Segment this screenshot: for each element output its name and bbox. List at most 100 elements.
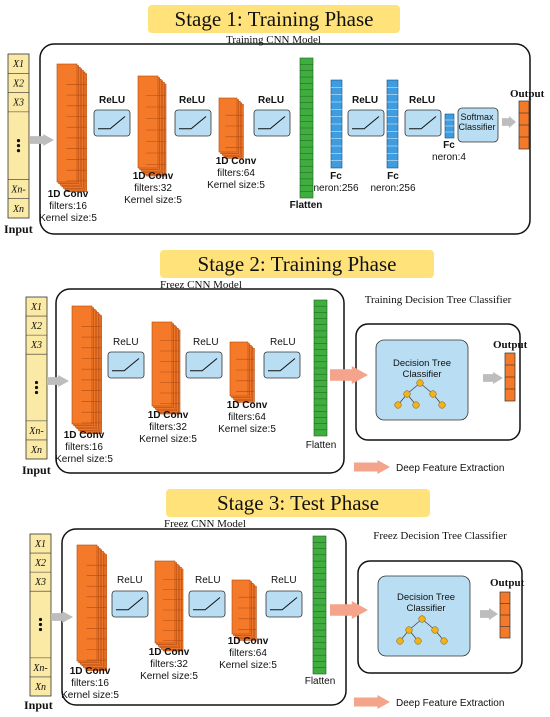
stage-2-legend-arrow (354, 460, 390, 474)
stage-1-title: Stage 1: Training Phase (148, 5, 400, 33)
input-cell-0: X1 (12, 59, 24, 70)
input-ellipsis (38, 622, 43, 627)
stage-1-fc2-column (386, 79, 399, 169)
input-ellipsis (16, 139, 21, 143)
stage-2-conv3-block (229, 341, 255, 403)
input-ellipsis (16, 149, 21, 153)
stage-3-output-arrow (480, 608, 498, 620)
stage-3-tree-label: Decision Tree Classifier (396, 592, 456, 615)
stage-3-conv3-block (231, 579, 257, 641)
stage-1-fc1-column (330, 79, 343, 169)
stage-1-relu-label-3: ReLU (258, 95, 285, 106)
input-cell-5: Xn (30, 445, 42, 456)
stage-2-relu-1 (107, 351, 145, 379)
input-cell-2: X3 (30, 340, 42, 351)
stage-1-fc2-neron: neron:256 (370, 183, 416, 194)
tree-node (416, 379, 424, 387)
stage-1-conv1-kernel: Kernel size:5 (39, 213, 97, 224)
stage-2-flatten-label: Flatten (305, 440, 337, 451)
stage-1-conv1-block (56, 63, 87, 192)
stage-3-feature-arrow (330, 601, 368, 619)
input-ellipsis (16, 144, 21, 148)
tree-node (405, 626, 413, 634)
stage-1-relu-label-1: ReLU (99, 95, 126, 106)
stage-2-classifier-caption: Training Decision Tree Classifier (364, 294, 512, 306)
stage-3-relu-2 (188, 590, 226, 618)
stage-3-legend-arrow (354, 695, 390, 709)
stage-1-conv3-name: 1D Conv (215, 156, 257, 167)
stage-1-fc3-neron: neron:4 (432, 152, 466, 163)
input-ellipsis (38, 627, 43, 632)
stage-2-conv2-block (151, 321, 181, 415)
stage-2-output-column (504, 352, 516, 402)
stage-2-relu-label-1: ReLU (113, 337, 139, 348)
input-cell-0: X1 (30, 302, 42, 313)
stage-3-conv1-block (76, 544, 107, 671)
stage-3-output-label: Output (490, 577, 525, 589)
input-cell-1: X2 (30, 321, 42, 332)
stage-1-model-caption: Training CNN Model (226, 34, 321, 46)
stage-2-title: Stage 2: Training Phase (160, 250, 434, 278)
stage-2-tree-box (375, 339, 469, 421)
stage-3-conv2-name: 1D Conv (148, 647, 190, 658)
stage-2-conv2-kernel: Kernel size:5 (139, 434, 197, 445)
stage-1-input-label: Input (4, 222, 33, 236)
stage-1-relu-5 (404, 109, 442, 137)
stage-3-input-label: Input (24, 698, 53, 712)
stage-3-title: Stage 3: Test Phase (166, 489, 430, 517)
stage-2-relu-3 (263, 351, 301, 379)
input-cell-0: X1 (34, 539, 46, 550)
stage-3-relu-3 (265, 590, 303, 618)
stage-3-relu-label-3: ReLU (271, 575, 297, 586)
stage-3-classifier-caption: Freez Decision Tree Classifier (373, 530, 507, 542)
stage-2-conv1-name: 1D Conv (63, 430, 105, 441)
stage-1-conv3-block (218, 97, 244, 159)
stage-3-relu-label-1: ReLU (117, 575, 143, 586)
stage-3-tree-box-nodes (396, 615, 448, 645)
stage-3-input-arrow (51, 611, 73, 623)
stage-1-model-frame (39, 43, 531, 235)
tree-node (396, 637, 404, 645)
stage-1-conv2-filters: filters:32 (134, 183, 172, 194)
stage-3-conv3-kernel: Kernel size:5 (219, 660, 277, 671)
stage-3-conv1-kernel: Kernel size:5 (61, 690, 119, 701)
stage-3-conv2-filters: filters:32 (150, 659, 188, 670)
stage-1-conv3-kernel: Kernel size:5 (207, 180, 265, 191)
stage-3-conv1-name: 1D Conv (69, 666, 111, 677)
stage-1-softmax-label: Softmax Classifier (458, 112, 496, 133)
stage-1-conv2-block (137, 75, 167, 177)
tree-node (431, 626, 439, 634)
stage-2-classifier-frame (355, 323, 521, 441)
input-cell-5: Xn (12, 204, 24, 215)
stage-2-input-arrow (47, 375, 69, 387)
tree-node (412, 401, 420, 409)
tree-node (418, 615, 426, 623)
stage-2-conv2-name: 1D Conv (147, 410, 189, 421)
stage-2-conv1-kernel: Kernel size:5 (55, 454, 113, 465)
stage-2-model-caption: Freez CNN Model (160, 279, 242, 291)
stage-1-softmax-box (457, 107, 499, 143)
stage-1-fc1-name: Fc (330, 171, 342, 182)
tree-node (394, 401, 402, 409)
stage-1-conv2-name: 1D Conv (132, 171, 174, 182)
stage-3-conv3-name: 1D Conv (227, 636, 269, 647)
stage-3-classifier-frame (357, 560, 523, 674)
stage-1-conv1-name: 1D Conv (47, 189, 89, 200)
stage-1-output-column (518, 100, 530, 150)
stage-3-output-column (499, 591, 511, 639)
stage-2-tree-label: Decision Tree Classifier (392, 358, 452, 381)
stage-3-relu-label-2: ReLU (195, 575, 221, 586)
stage-3-model-caption: Freez CNN Model (164, 518, 246, 530)
stage-2-conv3-name: 1D Conv (226, 400, 268, 411)
tree-node (403, 390, 411, 398)
tree-node (414, 637, 422, 645)
tree-node (438, 401, 446, 409)
stage-2-relu-2 (185, 351, 223, 379)
stage-2-conv3-kernel: Kernel size:5 (218, 424, 276, 435)
input-cell-4: Xn- (32, 663, 47, 674)
stage-3-conv3-filters: filters:64 (229, 648, 267, 659)
stage-1-relu-label-2: ReLU (179, 95, 206, 106)
stage-1-relu-4 (347, 109, 385, 137)
stage-2-relu-label-3: ReLU (270, 337, 296, 348)
